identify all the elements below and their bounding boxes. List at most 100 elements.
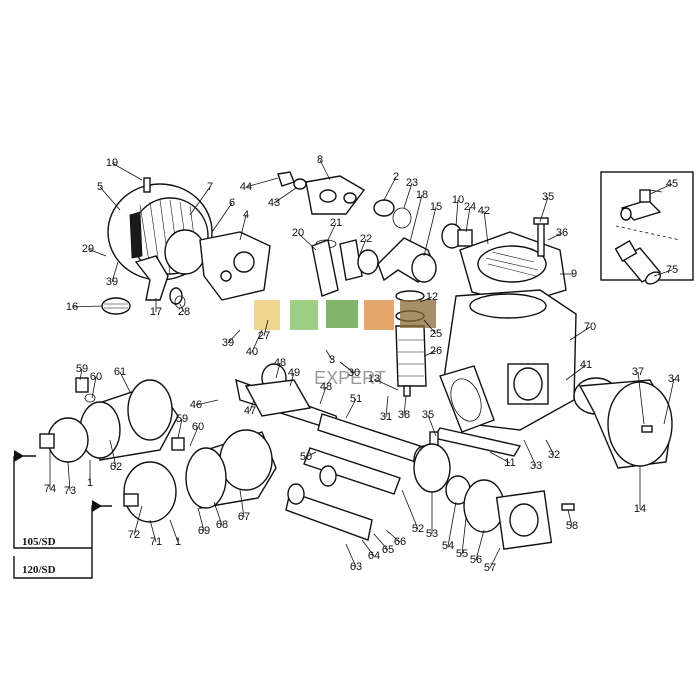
- part-number-label: 32: [548, 449, 560, 461]
- leader-line: [567, 509, 573, 527]
- leader-line: [423, 350, 437, 357]
- leader-line: [403, 395, 407, 416]
- leader-line: [373, 378, 399, 391]
- leader-line: [523, 439, 537, 467]
- leader-line: [179, 303, 185, 313]
- watermark: [254, 300, 436, 330]
- part-number-label: 73: [64, 485, 76, 497]
- leader-line: [189, 426, 199, 447]
- part-number-label: 26: [430, 345, 442, 357]
- part-number-label: 57: [484, 562, 496, 574]
- part-number-label: 68: [216, 519, 228, 531]
- part-number-label: 33: [530, 460, 542, 472]
- model-label-105: 105/SD: [22, 536, 56, 548]
- head-71: [123, 461, 177, 523]
- part-number-label: 36: [556, 227, 568, 239]
- leader-line: [119, 371, 131, 393]
- elbow-17: [134, 255, 186, 309]
- leader-line: [385, 529, 401, 543]
- part-number-label: 65: [382, 544, 394, 556]
- leader-line: [465, 206, 471, 233]
- part-number-label: 15: [430, 201, 442, 213]
- part-number-label: 48: [320, 381, 332, 393]
- part-number-label: 39: [222, 337, 234, 349]
- part-number-label: 67: [238, 511, 250, 523]
- part-number-label: 60: [90, 371, 102, 383]
- leader-line: [133, 505, 143, 536]
- part-number-label: 50: [300, 451, 312, 463]
- part-number-label: 20: [292, 227, 304, 239]
- part-number-label: 31: [380, 411, 392, 423]
- part-number-label: 60: [192, 421, 204, 433]
- leader-line: [565, 364, 587, 381]
- leader-line: [423, 319, 437, 335]
- part-number-label: 21: [330, 217, 342, 229]
- part-number-label: 11: [504, 457, 515, 469]
- leader-line: [91, 376, 97, 399]
- leader-line: [461, 517, 467, 555]
- leader-line: [409, 194, 423, 243]
- ring-16: [101, 297, 131, 315]
- part-number-label: 53: [426, 528, 438, 540]
- part-number-label: 41: [580, 359, 592, 371]
- leader-line: [539, 196, 549, 223]
- inset-box: [600, 171, 694, 285]
- model-label-120: 120/SD: [22, 564, 56, 576]
- part-number-label: 59: [176, 413, 188, 425]
- bearing-group: [413, 443, 575, 550]
- part-number-label: 14: [634, 503, 646, 515]
- part-number-label: 16: [66, 301, 78, 313]
- part-number-label: 71: [150, 536, 162, 548]
- leader-line: [169, 519, 179, 543]
- leader-line: [373, 533, 389, 551]
- leader-line: [251, 329, 263, 353]
- part-number-label: 24: [464, 201, 476, 213]
- cylinder-61: [75, 377, 179, 461]
- leader-line: [239, 489, 245, 518]
- part-number-label: 9: [571, 268, 577, 280]
- part-number-label: 12: [426, 291, 438, 303]
- leader-line: [447, 501, 457, 547]
- part-number-label: 23: [406, 177, 418, 189]
- part-number-label: 48: [274, 357, 286, 369]
- part-number-label: 27: [258, 330, 270, 342]
- part-number-label: 70: [584, 321, 596, 333]
- part-number-label: 5: [97, 181, 103, 193]
- leader-line: [419, 296, 433, 303]
- part-number-label: 17: [150, 306, 162, 318]
- leader-line: [189, 186, 211, 216]
- leader-line: [275, 362, 281, 379]
- leader-line: [111, 261, 119, 283]
- leader-line: [297, 232, 317, 251]
- part-number-label: 69: [198, 525, 210, 537]
- leader-line: [289, 372, 295, 387]
- leader-line: [489, 547, 501, 569]
- part-number-label: 42: [478, 205, 490, 217]
- part-number-label: 1: [175, 536, 181, 548]
- leader-line: [483, 210, 489, 245]
- fitting-75: [614, 239, 662, 285]
- part-number-label: 8: [317, 154, 323, 166]
- leader-line: [475, 529, 485, 561]
- cover-14: [573, 377, 673, 469]
- pump-head-9: [459, 217, 567, 305]
- leader-line: [649, 183, 673, 195]
- part-number-label: 35: [542, 191, 554, 203]
- part-number-label: 66: [394, 536, 406, 548]
- leader-line: [327, 222, 337, 241]
- part-number-label: 22: [360, 233, 372, 245]
- leader-line: [385, 395, 389, 418]
- part-number-label: 61: [114, 366, 126, 378]
- part-number-label: 64: [368, 550, 380, 562]
- part-number-label: 40: [246, 346, 258, 358]
- part-number-label: 7: [207, 181, 213, 193]
- leader-line: [149, 519, 157, 543]
- model-brackets: [13, 450, 112, 579]
- part-number-label: 54: [442, 540, 454, 552]
- leader-line: [239, 214, 247, 241]
- leader-line: [361, 539, 375, 557]
- part-number-label: 46: [190, 399, 202, 411]
- part-number-label: 47: [244, 405, 256, 417]
- shaft-assembly: [235, 363, 435, 541]
